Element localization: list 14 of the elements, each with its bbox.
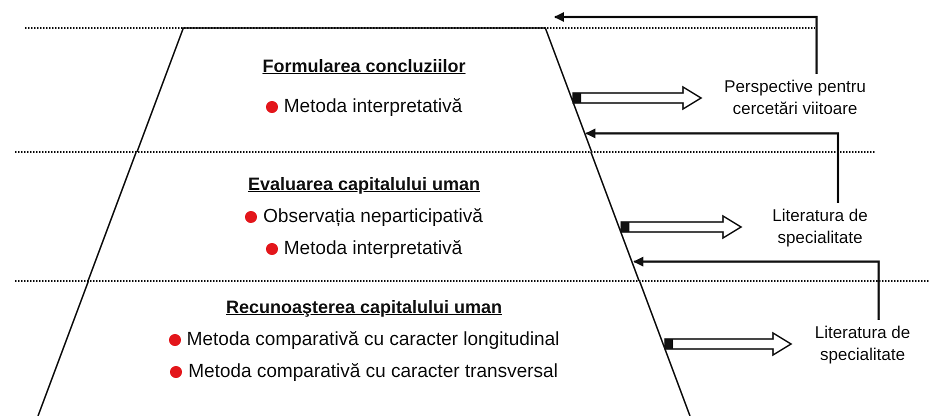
pyramid-level (136, 28, 592, 152)
pyramid-level (88, 152, 640, 281)
source-label: Perspective pentru cercetări viitoare (705, 76, 885, 120)
source-label: Literatura de specialitate (795, 322, 930, 366)
method-item: Metoda comparativă cu caracter longitudinal (168, 324, 560, 356)
level-heading: Formularea concluziilor (262, 56, 466, 77)
method-item: Observația neparticipativă (245, 201, 483, 233)
level-heading: Evaluarea capitalului uman (248, 174, 480, 195)
level-heading: Recunoaşterea capitalului uman (226, 297, 502, 318)
pyramid-level (38, 281, 690, 416)
method-item: Metoda interpretativă (266, 91, 462, 123)
method-item: Metoda interpretativă (266, 233, 462, 265)
source-label: Literatura de specialitate (745, 205, 895, 249)
method-item: Metoda comparativă cu caracter transversal (170, 356, 558, 388)
